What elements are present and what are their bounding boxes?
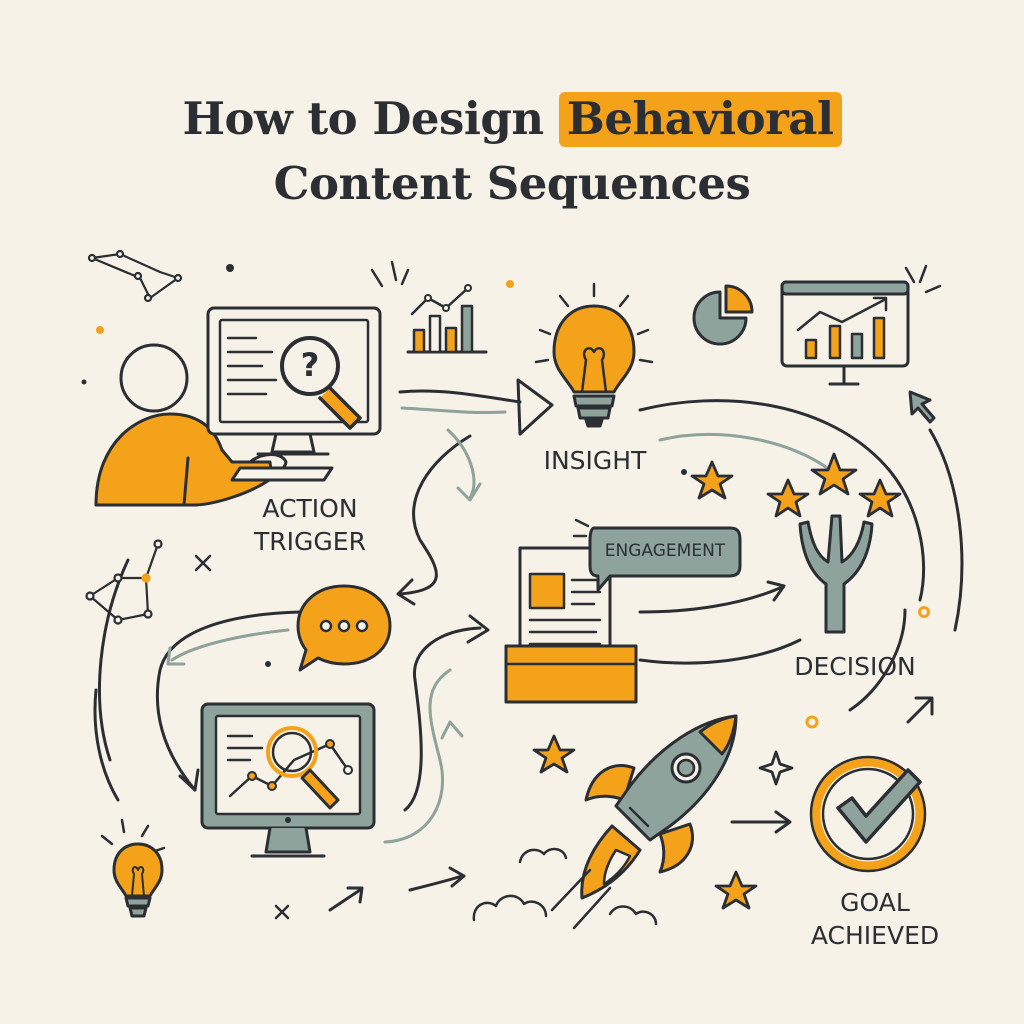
constellation-left <box>85 539 163 625</box>
action-trigger-line-1: ACTION <box>262 494 358 523</box>
curve-lower-left-2 <box>93 688 120 802</box>
arrow-decision-up-head <box>914 696 934 716</box>
monitor-search-icon <box>206 306 382 456</box>
bar-chart-small-icon <box>406 284 488 354</box>
cloud-puffs <box>472 847 658 926</box>
arrow-lower-center-head <box>346 886 364 904</box>
curve-monitor2-up <box>403 626 482 812</box>
stars-decision <box>690 452 902 518</box>
person-head <box>119 343 189 413</box>
title-prefix: How to Design <box>182 92 559 145</box>
page-title-line-2: Content Sequences <box>273 157 751 210</box>
curve-insight-right-2 <box>658 433 832 472</box>
curve-left-loop-head <box>166 646 186 666</box>
curve-monitor2-up-head <box>466 614 490 644</box>
curve-from-monitor2 <box>383 668 452 844</box>
arrow-to-insight-head <box>516 378 554 436</box>
star-icon <box>766 478 810 518</box>
step-label-decision: DECISION <box>794 652 916 681</box>
arrow-to-goal-head <box>774 810 792 834</box>
sparkle-star <box>758 750 794 786</box>
action-trigger-line-2: TRIGGER <box>254 527 366 556</box>
curve-engagement-right <box>638 586 782 614</box>
goal-checkmark-icon <box>809 755 927 873</box>
arrow-lower-center-2 <box>408 874 464 892</box>
curve-insight-right <box>638 399 926 602</box>
star-icon <box>532 734 576 774</box>
question-mark-icon: ? <box>300 346 320 384</box>
monitor-growth-chart-icon <box>780 280 910 386</box>
step-label-goal-achieved: GOAL ACHIEVED <box>790 886 960 952</box>
curve-left-loop <box>155 610 302 792</box>
arrow-lower-center-2-head <box>448 866 466 888</box>
star-icon <box>714 870 758 910</box>
goal-achieved-line-2: ACHIEVED <box>810 921 940 950</box>
document-inbox-icon <box>504 546 638 704</box>
star-icon <box>690 460 734 500</box>
curve-left-loop-2 <box>170 628 290 662</box>
goal-achieved-line-1: GOAL <box>840 888 910 917</box>
arrow-to-insight-2 <box>400 406 507 415</box>
decor-dots <box>81 264 930 729</box>
cursor-arrow-icon <box>908 390 936 424</box>
magnifier-lens <box>280 336 340 396</box>
curve-right-edge <box>928 428 964 632</box>
arrow-to-chat-head <box>396 578 416 606</box>
rocket-icon <box>550 714 738 930</box>
rocket-fin-left <box>584 764 636 802</box>
decision-fork-icon <box>798 514 874 634</box>
curve-engagement-right-2 <box>638 638 802 665</box>
star-icon <box>810 452 858 496</box>
sparkle-marks <box>100 260 942 920</box>
chat-bubble-icon <box>296 584 392 672</box>
pie-chart-icon <box>692 284 754 346</box>
step-label-action-trigger: ACTION TRIGGER <box>230 492 390 558</box>
curve-engagement-right-head <box>766 580 786 602</box>
stars-lower <box>532 734 794 910</box>
page-title-line-1: How to Design Behavioral <box>0 92 1024 147</box>
magnifier-handle <box>318 386 362 430</box>
monitor-analytics-icon <box>200 702 376 858</box>
arrow-to-insight <box>398 389 522 404</box>
curve-lower-left-1 <box>98 558 130 762</box>
lightbulb-small-icon <box>112 842 164 918</box>
flow-arrows <box>93 378 964 912</box>
person-at-computer-icon <box>94 343 334 507</box>
star-icon <box>858 478 902 518</box>
monitor-neck <box>270 432 316 454</box>
step-label-engagement: ENGAGEMENT <box>604 541 726 561</box>
curve-insight-down <box>398 434 472 596</box>
arrow-decision-up <box>906 698 932 724</box>
keyboard <box>230 466 334 482</box>
lightbulb-icon <box>534 282 654 428</box>
title-highlight: Behavioral <box>558 92 842 147</box>
rocket-fin-right <box>658 822 694 874</box>
curve-right-edge-2 <box>848 608 907 712</box>
curve-left-loop-head-2 <box>178 768 200 792</box>
curve-insight-down-2 <box>446 428 476 500</box>
curve-insight-down-2-head <box>456 482 482 502</box>
step-label-insight: INSIGHT <box>543 446 647 475</box>
engagement-speech-bubble <box>572 518 742 592</box>
arrow-lower-center <box>328 888 362 912</box>
curve-monitor2-up-2-head <box>440 720 464 740</box>
constellation-top-left <box>87 249 183 303</box>
